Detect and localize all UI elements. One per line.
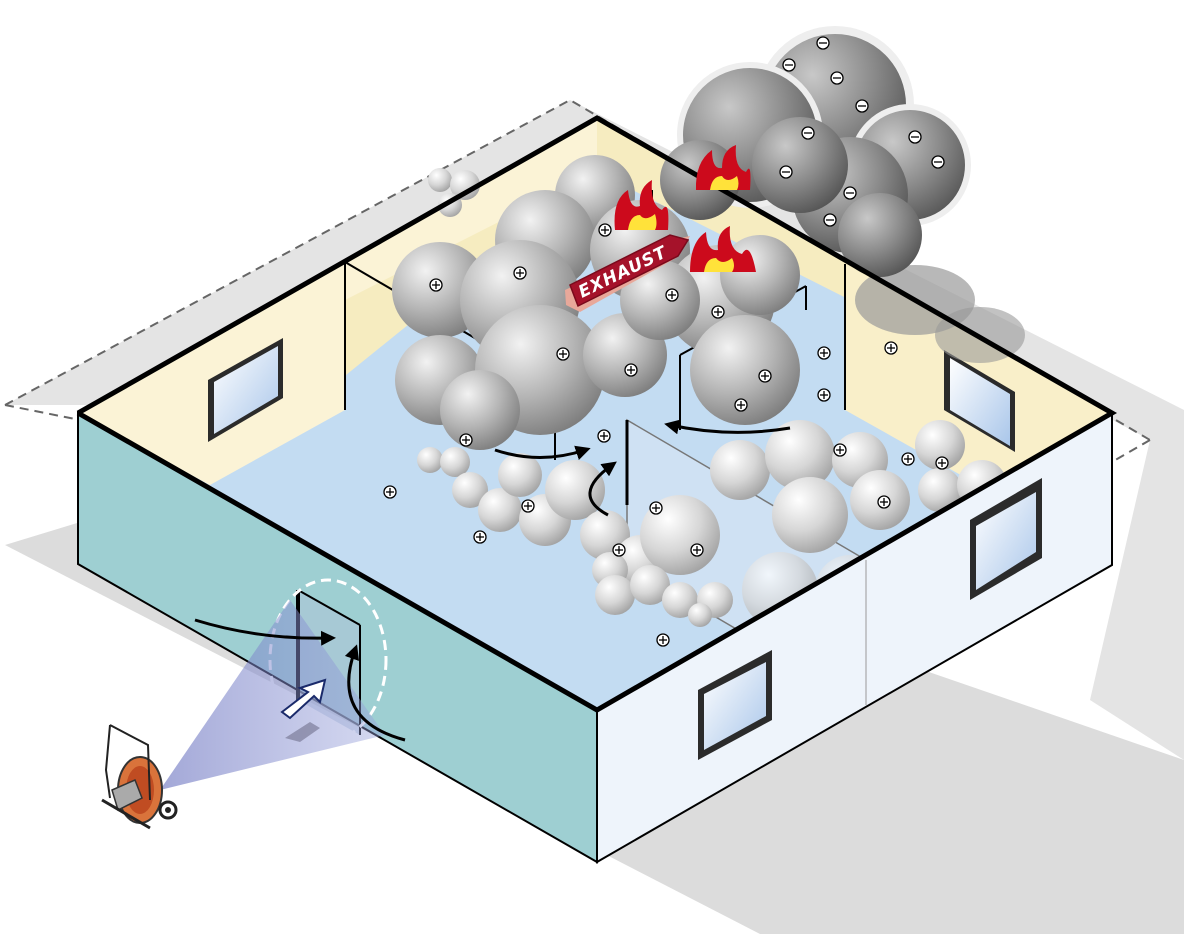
negative-pressure-icon — [801, 126, 815, 140]
positive-pressure-icon — [649, 501, 663, 515]
negative-pressure-icon — [855, 99, 869, 113]
back-window-right — [944, 350, 1015, 452]
positive-pressure-icon — [556, 347, 570, 361]
positive-pressure-icon — [612, 543, 626, 557]
negative-pressure-icon — [908, 130, 922, 144]
positive-pressure-icon — [383, 485, 397, 499]
negative-pressure-icon — [823, 213, 837, 227]
positive-pressure-icon — [901, 452, 915, 466]
positive-pressure-icon — [935, 456, 949, 470]
interior-smoke — [392, 155, 800, 450]
negative-pressure-icon — [779, 165, 793, 179]
fire-icon — [690, 226, 756, 272]
positive-pressure-icon — [624, 363, 638, 377]
fire-icon — [614, 180, 669, 230]
positive-pressure-icon — [513, 266, 527, 280]
positive-pressure-icon — [833, 443, 847, 457]
positive-pressure-icon — [665, 288, 679, 302]
front-wall-right — [596, 411, 1113, 864]
pressure-symbols — [383, 36, 949, 647]
positive-pressure-icon — [521, 499, 535, 513]
back-window-left — [208, 338, 283, 442]
positive-pressure-icon — [817, 346, 831, 360]
positive-pressure-icon — [734, 398, 748, 412]
positive-pressure-icon — [817, 388, 831, 402]
positive-pressure-icon — [459, 433, 473, 447]
positive-pressure-icon — [884, 341, 898, 355]
wall-rim — [76, 115, 1118, 713]
negative-pressure-icon — [830, 71, 844, 85]
positive-pressure-icon — [877, 495, 891, 509]
positive-pressure-icon — [758, 369, 772, 383]
positive-pressure-icon — [690, 543, 704, 557]
positive-pressure-icon — [429, 278, 443, 292]
ppv-fan-icon — [101, 724, 178, 830]
lower-smoke — [417, 420, 1007, 628]
fan-airflow-cone — [160, 600, 385, 790]
positive-pressure-icon — [597, 429, 611, 443]
positive-pressure-icon — [711, 305, 725, 319]
negative-pressure-icon — [782, 58, 796, 72]
positive-pressure-icon — [656, 633, 670, 647]
positive-pressure-icon — [598, 223, 612, 237]
positive-pressure-icon — [473, 530, 487, 544]
negative-pressure-icon — [843, 186, 857, 200]
fire-icon — [695, 145, 751, 190]
airflow-arrow-icons — [194, 419, 791, 742]
negative-pressure-icon — [931, 155, 945, 169]
ppv-airflow-arrow-icon — [280, 678, 327, 742]
negative-pressure-icon — [816, 36, 830, 50]
